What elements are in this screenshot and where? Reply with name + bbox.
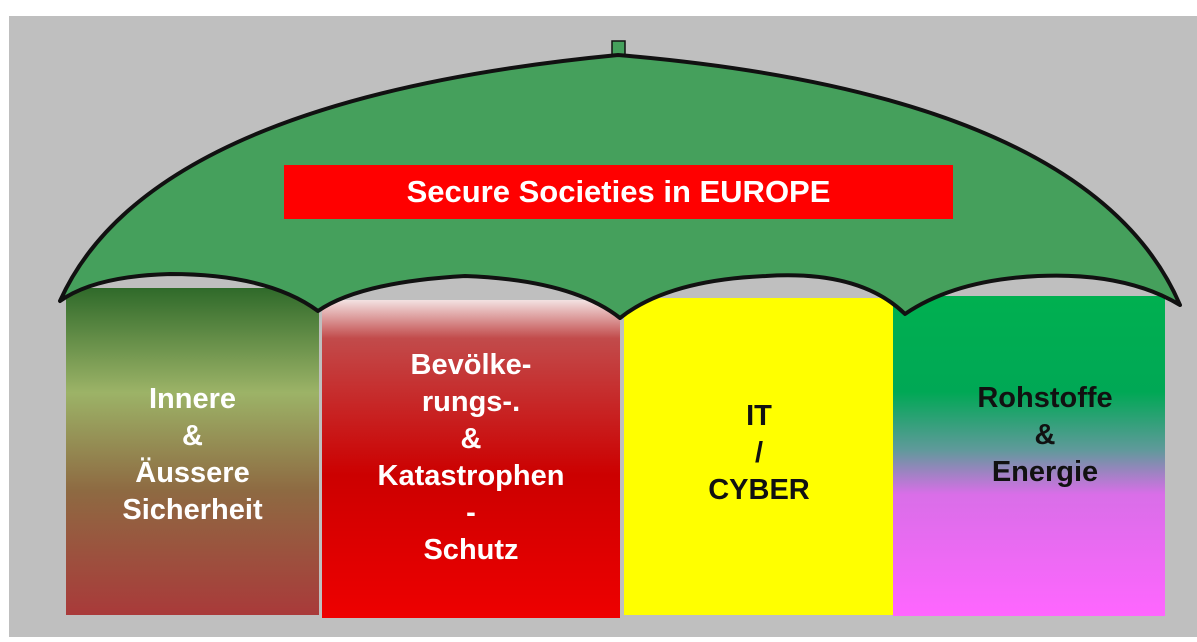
title-text: Secure Societies in EUROPE <box>406 174 831 209</box>
pillar-label-line: CYBER <box>708 473 810 506</box>
pillar-label-line: Bevölke- <box>410 349 532 381</box>
pillar-label-line: - <box>466 497 476 529</box>
pillar-label-line: & <box>182 420 203 452</box>
pillar-label-line: IT <box>746 399 772 432</box>
pillar-label-line: Äussere <box>135 457 250 489</box>
pillar-label-line: Energie <box>991 455 1099 488</box>
pillar-label-line: & <box>1034 418 1056 451</box>
pillar-label-line: Innere <box>148 383 237 415</box>
pillar-it-cyber <box>624 298 894 615</box>
pillar-label-rohstoffe: Rohstoffe & Energie <box>905 375 1185 495</box>
pillar-label-line: & <box>460 423 482 455</box>
pillar-label-line: Rohstoffe <box>977 381 1113 414</box>
pillar-katastrophenschutz <box>322 300 620 618</box>
pillar-label-line: Katastrophen <box>377 460 565 492</box>
pillar-label-line: / <box>754 436 764 469</box>
pillar-label-innere: Innere & Äussere Sicherheit <box>66 370 319 540</box>
pillar-label-line: rungs-. <box>421 386 521 418</box>
pillar-label-line: Sicherheit <box>122 494 263 526</box>
title-banner: Secure Societies in EUROPE <box>284 165 953 219</box>
pillar-label-katastrophen: Bevölke- rungs-. & Katastrophen - Schutz <box>322 342 620 574</box>
pillar-label-line: Schutz <box>423 534 519 566</box>
pillar-label-it-cyber: IT / CYBER <box>624 393 894 513</box>
pillar-rohstoffe-energie <box>893 296 1165 616</box>
pillar-innere-sicherheit <box>66 288 319 615</box>
